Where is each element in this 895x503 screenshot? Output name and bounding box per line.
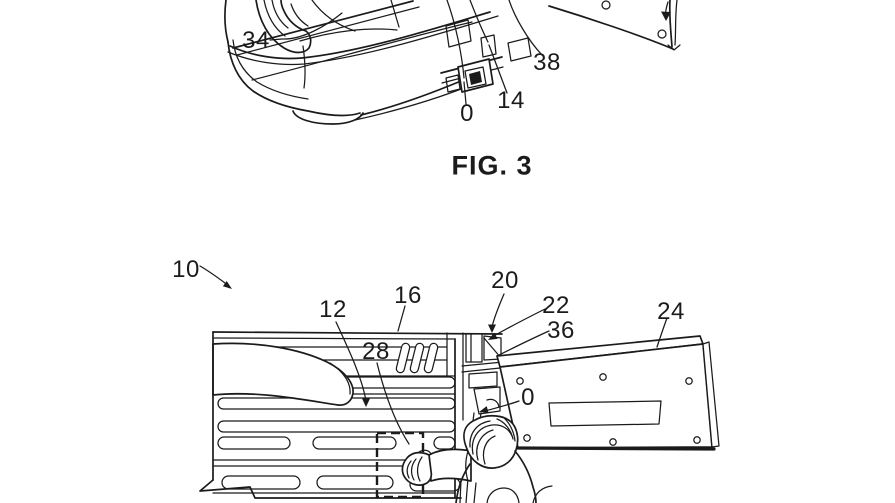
ref-22: 22	[542, 292, 570, 319]
bed-borders	[199, 331, 503, 499]
person-figure	[401, 414, 553, 503]
ref-38: 38	[533, 49, 561, 76]
ref-16: 16	[394, 282, 422, 309]
ref-0-fig3: 0	[460, 100, 474, 127]
ref-20: 20	[491, 267, 519, 294]
ref-10: 10	[172, 256, 200, 283]
fig3-vehicle-rear-drawing	[224, 0, 681, 125]
dashed-target-zone	[375, 431, 425, 499]
ref-0-fig4: 0	[521, 384, 535, 411]
ref-34: 34	[242, 27, 270, 54]
fig3-leader-lines	[269, 0, 543, 105]
side-wall-vents	[395, 342, 439, 374]
ref-24: 24	[657, 298, 685, 325]
fig3-mounting-plate	[548, 0, 681, 51]
figure-3-caption: FIG. 3	[451, 150, 533, 181]
fig4-truck-bed-drawing	[199, 265, 720, 503]
tailgate-panel	[496, 335, 720, 451]
hinge-latch-column	[446, 332, 504, 503]
ref-36: 36	[547, 317, 575, 344]
wheel-housing	[212, 342, 354, 406]
ref-28: 28	[362, 338, 390, 365]
fig4-leader-lines	[199, 265, 668, 445]
ref-14: 14	[497, 87, 525, 114]
ref-12: 12	[319, 296, 347, 323]
